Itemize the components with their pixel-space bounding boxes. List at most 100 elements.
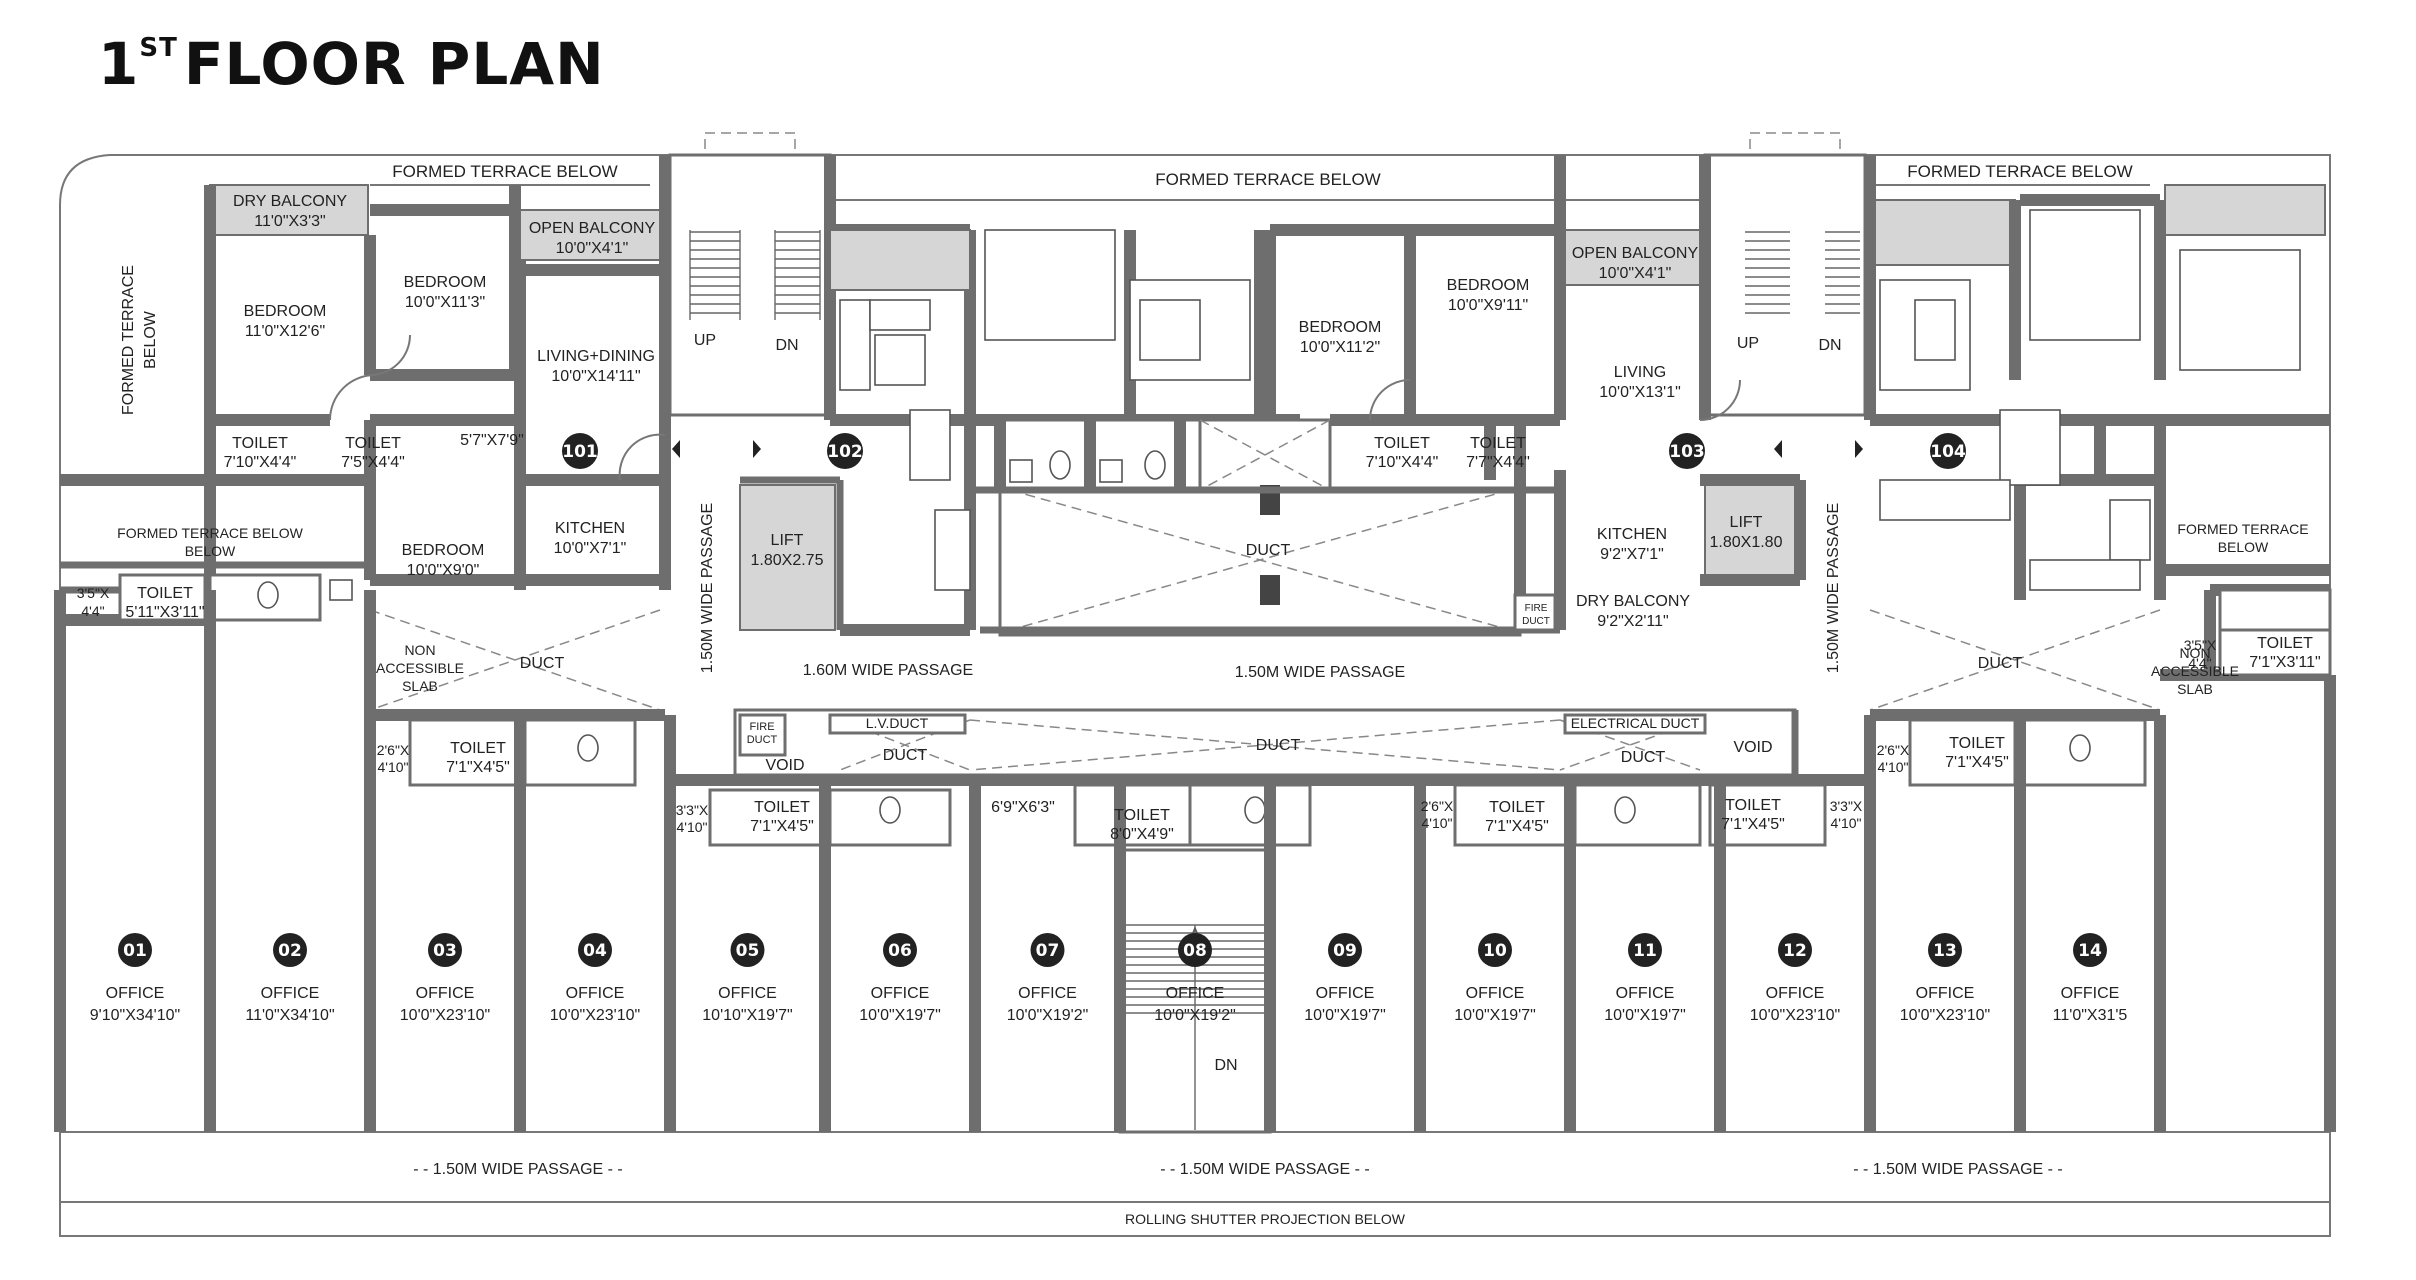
stair-treads — [1745, 231, 1860, 314]
office-number: 13 — [1933, 941, 1957, 961]
dim-bedroom: 11'0"X12'6" — [245, 323, 325, 340]
label-void: VOID — [765, 757, 804, 774]
office-number: 07 — [1036, 941, 1060, 961]
label-fire: FIRE — [1525, 603, 1548, 614]
arrow-right-icon — [753, 440, 761, 458]
label-terrace-right: FORMED TERRACE — [2177, 521, 2308, 537]
label-bedroom: BEDROOM — [1447, 277, 1530, 294]
lift-machine-outline — [704, 132, 796, 156]
label-terrace-2: FORMED TERRACE BELOW — [1155, 170, 1380, 189]
unit-badge-104: 104 — [1930, 433, 1966, 469]
office-label: OFFICE — [106, 985, 165, 1002]
walls-101 — [60, 155, 671, 590]
unit-badge-text: 103 — [1669, 442, 1705, 462]
dim-lift: 1.80X1.80 — [1710, 534, 1783, 551]
office-size: 10'0"X19'2" — [1154, 1007, 1236, 1024]
office-size: 10'0"X19'2" — [1007, 1007, 1089, 1024]
furniture-104 — [1879, 209, 2301, 591]
office-badge — [1178, 933, 1212, 967]
office-number: 05 — [736, 941, 760, 961]
label-lift: LIFT — [1730, 514, 1763, 531]
label-toilet: TOILET — [137, 585, 193, 602]
label-void: VOID — [1733, 739, 1772, 756]
duct-cross — [1869, 609, 2161, 711]
label-dn: DN — [1214, 1057, 1237, 1074]
office-label: OFFICE — [871, 985, 930, 1002]
office-number: 03 — [433, 941, 457, 961]
lift-right — [1704, 484, 1796, 581]
unit-badge-103: 103 — [1669, 433, 1705, 469]
label-bedroom: BEDROOM — [244, 303, 327, 320]
unit-badge-101: 101 — [562, 433, 598, 469]
office-number: 14 — [2078, 941, 2102, 961]
label-living: LIVING — [1614, 364, 1666, 381]
label-terrace-1: FORMED TERRACE BELOW — [392, 162, 617, 181]
stair-treads — [690, 231, 820, 314]
office-label: OFFICE — [566, 985, 625, 1002]
unit-badge-text: 101 — [562, 442, 598, 462]
label-duct: DUCT — [1978, 655, 2023, 672]
label-passage-vertical: 1.50M WIDE PASSAGE — [1825, 503, 1842, 673]
dim-open-balcony-103: 10'0"X4'1" — [1599, 265, 1672, 282]
dim-toilet: 8'0"X4'9" — [1110, 826, 1174, 843]
column — [1260, 575, 1280, 605]
dry-balcony-101 — [209, 184, 369, 236]
label-duct: DUCT — [1621, 749, 1666, 766]
office-size: 11'0"X34'10" — [245, 1007, 334, 1024]
dim-toilet: 7'10"X4'4" — [224, 454, 297, 471]
dim-bedroom: 10'0"X9'11" — [1448, 297, 1528, 314]
walls-lift-right — [1699, 155, 1806, 586]
dim-dry-balcony-101: 11'0"X3'3" — [254, 213, 325, 230]
label-electrical-duct: ELECTRICAL DUCT — [1571, 715, 1700, 731]
label-front-passage-right: - - 1.50M WIDE PASSAGE - - — [1853, 1161, 2063, 1178]
office-label: OFFICE — [718, 985, 777, 1002]
label-bedroom: BEDROOM — [1299, 319, 1382, 336]
door-swing — [1699, 379, 1741, 421]
office-label: OFFICE — [1316, 985, 1375, 1002]
label-duct: DUCT — [520, 655, 565, 672]
lv-duct — [828, 713, 967, 735]
label-duct: DUCT — [1246, 542, 1291, 559]
office-badge — [1030, 933, 1065, 967]
label-living-dining: LIVING+DINING — [537, 348, 655, 365]
office-badge — [118, 933, 152, 967]
label-toilet: TOILET — [1374, 435, 1430, 452]
label-terrace-left-a: FORMED TERRACE — [120, 265, 137, 415]
door-swing — [1369, 379, 1411, 421]
dim-foyer: 5'7"X7'9" — [460, 432, 524, 449]
unit-badge-text: 102 — [827, 442, 863, 462]
office-size: 10'0"X23'10" — [1750, 1007, 1840, 1024]
office-label: OFFICE — [2061, 985, 2120, 1002]
dim-toilet: 7'1"X4'5" — [446, 759, 510, 776]
label-dry-balcony-101: DRY BALCONY — [233, 193, 347, 210]
balcony-104-b — [2164, 184, 2326, 236]
label-kitchen: KITCHEN — [555, 520, 625, 537]
office-badge — [428, 933, 462, 967]
dim-small: 4'10" — [1877, 759, 1908, 775]
dim-living: 10'0"X13'1" — [1599, 384, 1681, 401]
office-badge — [1628, 933, 1662, 967]
dim-living-dining: 10'0"X14'11" — [551, 368, 640, 385]
label-duct: DUCT — [1256, 737, 1301, 754]
label-lv-duct: L.V.DUCT — [866, 715, 929, 731]
office-size: 10'0"X23'10" — [1900, 1007, 1990, 1024]
office-size: 11'0"X31'5 — [2053, 1007, 2128, 1024]
label-toilet: TOILET — [754, 799, 810, 816]
label-front-passage-left: - - 1.50M WIDE PASSAGE - - — [413, 1161, 623, 1178]
office-number: 10 — [1483, 941, 1507, 961]
dim-bedroom: 10'0"X9'0" — [407, 562, 480, 579]
label-toilet: TOILET — [1489, 799, 1545, 816]
office-badge — [1478, 933, 1512, 967]
label-passage-150: 1.50M WIDE PASSAGE — [1235, 664, 1405, 681]
dim-toilet: 7'5"X4'4" — [341, 454, 405, 471]
dim-toilet: 7'10"X4'4" — [1366, 454, 1439, 471]
open-balcony-103 — [1564, 229, 1706, 286]
label-slab: SLAB — [402, 678, 438, 694]
stair-core-left — [668, 153, 832, 417]
